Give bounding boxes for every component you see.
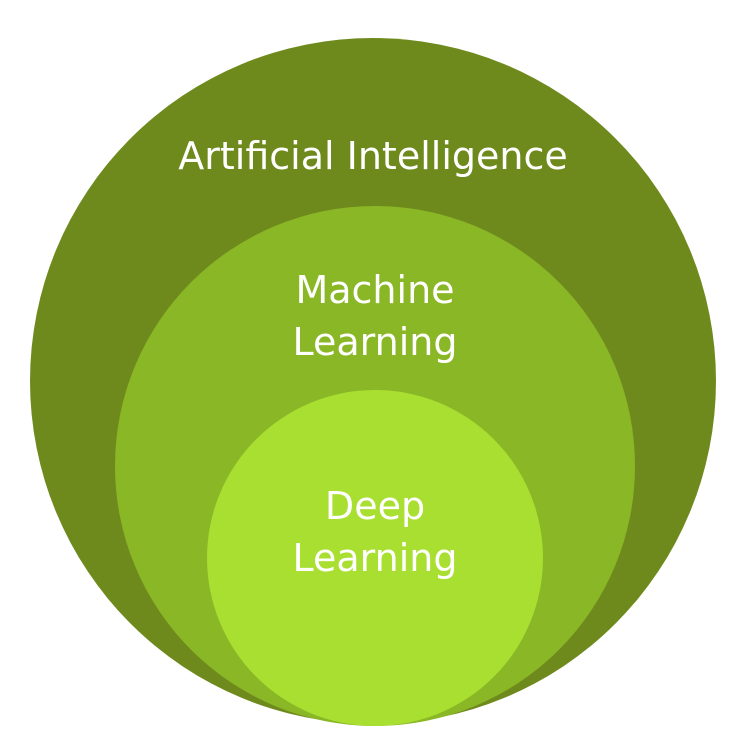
label-artificial-intelligence: Artificial Intelligence xyxy=(178,130,567,182)
label-deep-learning-line-1: Deep xyxy=(324,484,426,528)
label-machine-learning-line-2: Learning xyxy=(292,320,458,364)
label-deep-learning: Deep Learning xyxy=(293,480,458,584)
label-machine-learning-line-1: Machine xyxy=(295,268,455,312)
label-artificial-intelligence-text: Artificial Intelligence xyxy=(178,134,568,178)
label-deep-learning-line-2: Learning xyxy=(292,536,458,580)
label-machine-learning: Machine Learning xyxy=(293,264,458,368)
circle-deep-learning xyxy=(207,390,543,726)
